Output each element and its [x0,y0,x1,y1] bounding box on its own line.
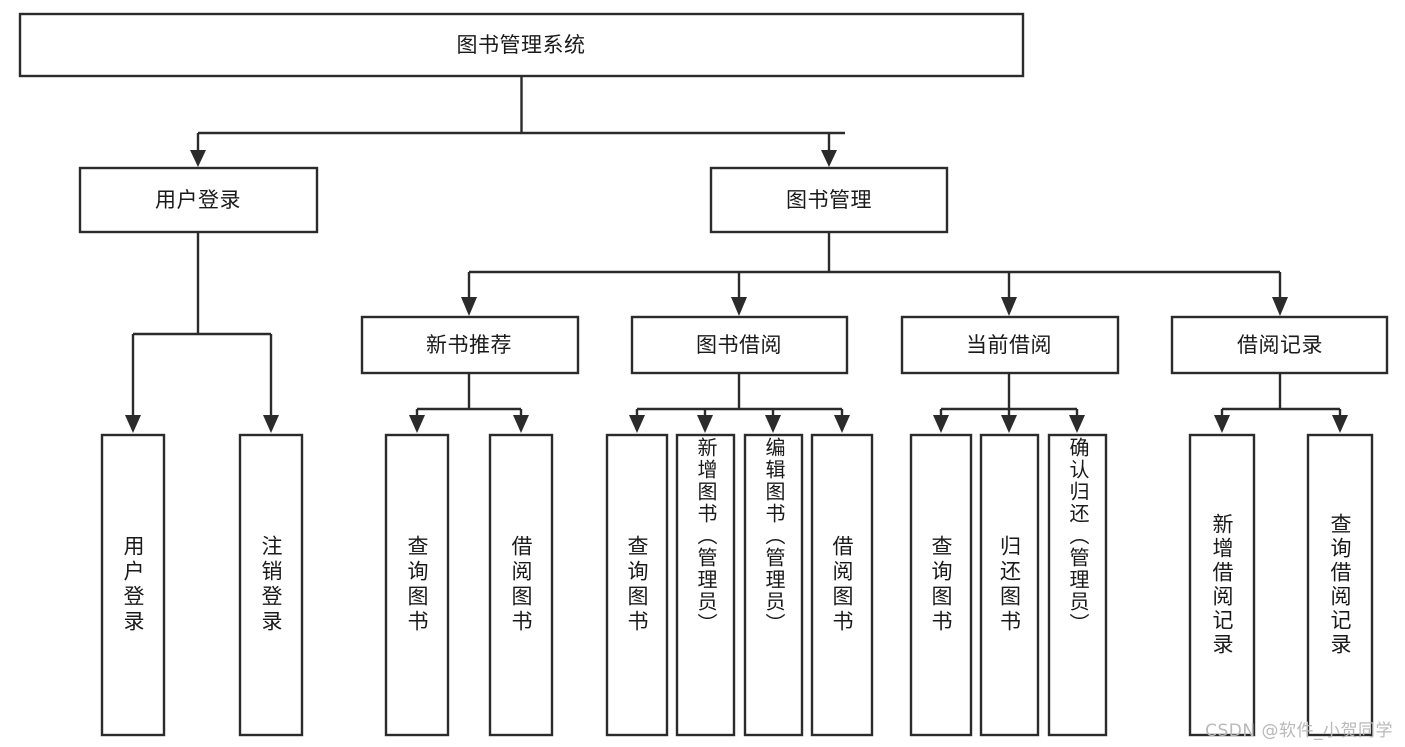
node-box-leaf-query-book-1[interactable] [384,433,450,737]
arrowhead-leaf-query-book-1 [409,415,425,433]
node-box-book-manage[interactable] [709,166,949,234]
node-box-leaf-query-record[interactable] [1306,433,1374,737]
label-book-borrow: 图书借阅 [696,333,782,357]
arrowhead-leaf-query-record [1332,415,1348,433]
arrowhead-leaf-query-book-2 [629,415,645,433]
arrowhead-leaf-confirm-return [1069,415,1085,433]
arrowhead-leaf-return-book [1001,415,1017,433]
arrowhead-user-login [190,150,206,167]
arrowhead-new-book-recommend [461,297,477,316]
node-box-leaf-return-book[interactable] [979,433,1040,737]
node-box-leaf-borrow-book-2[interactable] [810,433,874,737]
arrowhead-leaf-add-record [1214,415,1230,433]
node-box-leaf-add-record[interactable] [1188,433,1256,737]
node-layer [18,12,1389,737]
node-box-leaf-logout[interactable] [238,433,304,737]
node-box-current-borrow[interactable] [900,315,1120,375]
arrowhead-borrow-record [1272,297,1288,316]
node-box-leaf-query-book-3[interactable] [909,433,973,737]
node-box-leaf-query-book-2[interactable] [605,433,669,737]
node-box-leaf-user-login[interactable] [100,433,166,737]
node-box-book-borrow[interactable] [630,315,849,375]
arrowhead-leaf-borrow-book-1 [513,415,529,433]
arrowhead-leaf-edit-book [765,415,781,433]
arrowhead-book-manage [821,150,837,167]
arrowhead-leaf-user-login [125,415,141,433]
label-current-borrow: 当前借阅 [966,333,1052,357]
connector-layer [125,77,1348,433]
node-box-root[interactable] [18,12,1025,78]
arrowhead-leaf-query-book-3 [933,415,949,433]
node-box-user-login[interactable] [78,166,319,234]
node-box-leaf-confirm-return[interactable] [1047,433,1108,737]
arrowhead-current-borrow [1001,297,1017,316]
label-borrow-record: 借阅记录 [1237,333,1323,357]
arrowhead-leaf-add-book [697,415,713,433]
arrowhead-leaf-borrow-book-2 [834,415,850,433]
label-new-book-recommend: 新书推荐 [426,333,512,357]
arrowhead-book-borrow [731,297,747,316]
label-root: 图书管理系统 [457,33,586,57]
node-box-leaf-borrow-book-1[interactable] [488,433,554,737]
node-box-leaf-edit-book[interactable] [743,433,804,737]
node-box-leaf-add-book[interactable] [675,433,736,737]
arrowhead-leaf-logout [263,415,279,433]
node-box-new-book-recommend[interactable] [360,315,580,375]
horizontal-label-layer: 图书管理系统 用户登录 图书管理 新书推荐 图书借阅 当前借阅 借阅记录 [155,33,1323,357]
label-user-login: 用户登录 [155,188,241,212]
label-book-manage: 图书管理 [786,188,872,212]
node-box-borrow-record[interactable] [1170,315,1389,375]
